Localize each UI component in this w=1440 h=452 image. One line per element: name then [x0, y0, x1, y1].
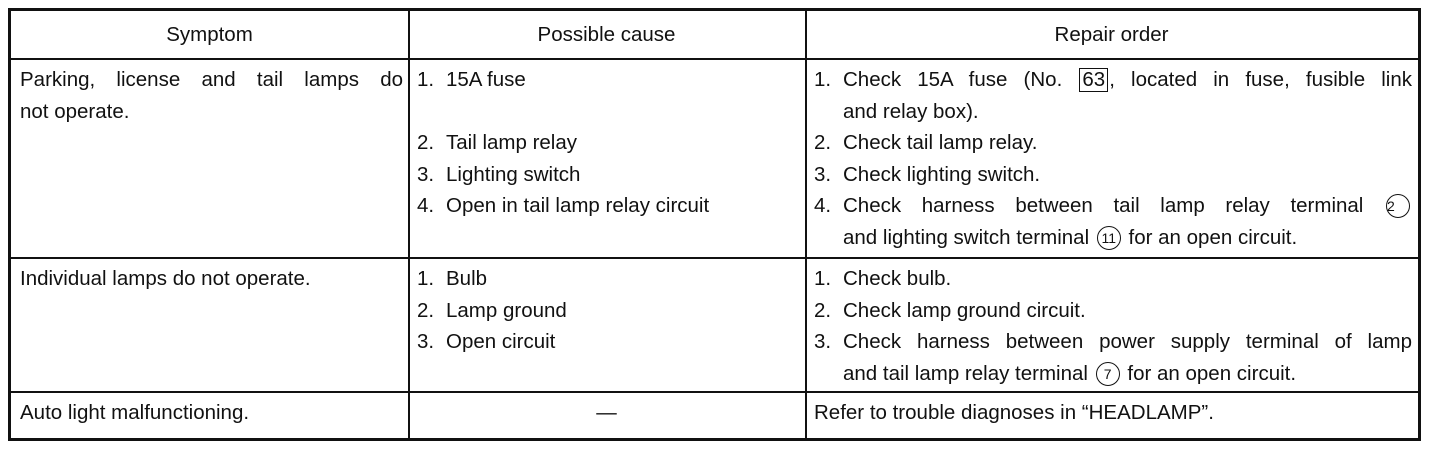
list-number: 3. — [814, 162, 832, 186]
repair-text-line1: Check harness between power supply termi… — [843, 330, 1412, 353]
cause-text: Lighting switch — [446, 162, 581, 186]
header-possible-cause: Possible cause — [537, 23, 676, 46]
list-number: 1. — [417, 267, 435, 290]
list-number: 1. — [814, 267, 832, 290]
list-number: 4. — [814, 194, 832, 217]
fuse-number-box: 63 — [1079, 68, 1109, 92]
row1-symptom: Parking, license and tail lamps do not o… — [20, 64, 403, 127]
cause-text: Tail lamp relay — [446, 131, 578, 154]
list-number: 1. — [417, 68, 435, 91]
header-divider — [11, 58, 1418, 60]
list-number: 2. — [814, 298, 832, 322]
repair-text-line2: and tail lamp relay terminal 7 for an op… — [843, 361, 1297, 386]
cause-text: Open circuit — [446, 330, 556, 353]
terminal-circle: 2 — [1386, 194, 1410, 218]
row3-repair: Refer to trouble diagnoses in “HEADLAMP”… — [814, 401, 1214, 424]
row-divider-1 — [11, 257, 1418, 259]
list-number: 4. — [417, 194, 435, 217]
repair-text-line1: Check 15A fuse (No. 63, located in fuse,… — [843, 68, 1413, 92]
repair-text: Check bulb. — [843, 267, 952, 290]
list-number: 3. — [417, 162, 435, 186]
repair-text: Check lighting switch. — [843, 162, 1041, 186]
repair-text-line2: and relay box). — [843, 99, 979, 123]
column-divider-1 — [408, 11, 410, 438]
row2-symptom: Individual lamps do not operate. — [20, 267, 311, 290]
troubleshooting-table: Symptom Possible cause Repair order Park… — [8, 8, 1421, 441]
repair-text-line1: Check harness between tail lamp relay te… — [843, 190, 1412, 222]
repair-text-line2: and lighting switch terminal 11 for an o… — [843, 225, 1298, 250]
column-divider-2 — [805, 11, 807, 438]
row2-repairs: 1. Check bulb. 2. Check lamp ground circ… — [814, 263, 1412, 389]
repair-text: Check lamp ground circuit. — [843, 298, 1086, 322]
cause-text: Bulb — [446, 267, 488, 290]
terminal-circle: 7 — [1095, 361, 1120, 386]
row2-causes: 1. Bulb 2. Lamp ground 3. Open circuit — [417, 263, 802, 389]
row1-symptom-line1: Parking, license and tail lamps do — [20, 68, 403, 91]
cause-text: Lamp ground — [446, 298, 567, 322]
list-number: 2. — [814, 131, 832, 154]
row3-cause: — — [596, 401, 617, 424]
row1-causes: 1. 15A fuse 2. Tail lamp relay 3. Lighti… — [417, 64, 802, 254]
terminal-circle: 11 — [1096, 225, 1121, 250]
cause-text: Open in tail lamp relay circuit — [446, 194, 710, 217]
row-divider-2 — [11, 391, 1418, 393]
row1-repairs: 1. Check 15A fuse (No. 63, located in fu… — [814, 64, 1412, 254]
header-symptom: Symptom — [166, 23, 253, 46]
list-number: 3. — [814, 330, 832, 353]
list-number: 2. — [417, 298, 435, 322]
row1-symptom-line2: not operate. — [20, 99, 130, 123]
repair-text: Check tail lamp relay. — [843, 131, 1038, 154]
header-repair-order: Repair order — [1054, 23, 1169, 46]
list-number: 3. — [417, 330, 435, 353]
list-number: 2. — [417, 131, 435, 154]
cause-text: 15A fuse — [446, 68, 526, 91]
row3-symptom: Auto light malfunctioning. — [20, 401, 250, 424]
list-number: 1. — [814, 68, 832, 91]
